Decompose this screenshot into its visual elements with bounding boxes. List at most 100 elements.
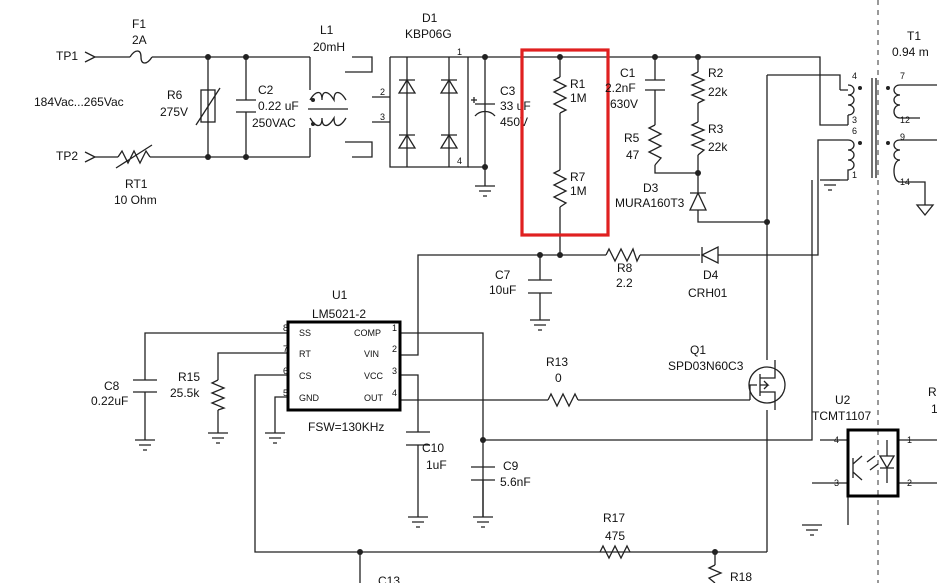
d3-ref: D3 [643,181,659,195]
r1-value: 1M [570,91,587,105]
d3-value: MURA160T3 [615,196,685,210]
d1-bridge-diodes [397,78,459,149]
d3-symbol [688,191,708,211]
t1-value: 0.94 m [892,45,929,59]
u2-internals [852,440,896,483]
r6-varistor [200,89,216,123]
u2-box [846,428,900,498]
r2-value: 22k [708,85,728,99]
highlight-box [520,48,610,237]
d4-ref: D4 [703,268,719,282]
u1-right-pins: 1 COMP 2 VIN 3 VCC 4 OUT [354,323,397,403]
u1-pin-num: 4 [392,388,397,398]
c3-ref: C3 [500,84,516,98]
u1-pin-num: 3 [392,366,397,376]
junctions [205,54,770,555]
l1-choke [308,57,348,157]
u1-pin-num: 6 [283,366,288,376]
r1-ref: R1 [570,77,586,91]
l1-value: 20mH [313,40,345,54]
c7-value: 10uF [489,283,516,297]
u2-pin-2: 2 [907,478,912,488]
d1-ref: D1 [422,11,438,25]
u1-box [286,320,402,412]
l1-ref: L1 [320,23,334,37]
input-range-label: 184Vac...265Vac [34,95,124,109]
r3-value: 22k [708,140,728,154]
d1-value: KBP06G [405,27,452,41]
c10-symbol [406,431,430,446]
tp1-label: TP1 [56,49,78,63]
d4-value: CRH01 [688,286,728,300]
tp2-arrow [84,151,97,163]
r8-ref: R8 [617,261,633,275]
r2-symbol [690,71,706,104]
q1-mosfet [748,360,786,410]
u1-value: LM5021-2 [312,307,366,321]
u1-pin-name: COMP [354,328,381,338]
t1-pin-14: 14 [900,177,910,187]
r1-symbol [552,76,568,114]
u1-left-pins: 8 SS 7 RT 6 CS 5 GND [283,323,320,403]
r3-symbol [690,121,706,156]
c2-value: 0.22 uF [258,99,299,113]
c8-ref: C8 [104,379,120,393]
r6-value: 275V [160,105,188,119]
r17-ref: R17 [603,511,625,525]
u1-pin-num: 1 [392,323,397,333]
u2-pin-3: 3 [834,478,839,488]
t1-pin-9: 9 [900,132,905,142]
r7-ref: R7 [570,170,586,184]
u1-pin-name: CS [299,371,312,381]
c13-ref: C13 [378,574,400,583]
r5-value: 47 [626,148,640,162]
u2-value: TCMT1107 [812,409,871,423]
r7-value: 1M [570,184,587,198]
u1-pin-num: 8 [283,323,288,333]
t1-pin-1: 1 [852,170,857,180]
c2-rating: 250VAC [252,116,296,130]
u2-pin-1: 1 [907,435,912,445]
r15-symbol [210,379,226,411]
r15-ref: R15 [178,370,200,384]
d1-pin-2: 2 [380,87,385,97]
c9-symbol [471,466,495,481]
t1-pin-7: 7 [900,71,905,81]
rt1-value: 10 Ohm [114,193,157,207]
c3-value: 33 uF [500,99,531,113]
c1-symbol [645,79,665,91]
f1-ref: F1 [132,17,146,31]
c7-symbol [528,279,552,294]
c2-symbol [236,99,256,113]
u1-pin-num: 5 [283,388,288,398]
t1-pin-4: 4 [852,71,857,81]
c3-symbol [471,97,496,117]
u2-pin-4: 4 [834,435,839,445]
q1-ref: Q1 [690,343,706,357]
r3-ref: R3 [708,122,724,136]
u1-pin-name: SS [299,328,311,338]
c10-ref: C10 [422,441,444,455]
r6-ref: R6 [167,88,183,102]
c8-value: 0.22uF [91,394,128,408]
u2-ref: U2 [835,393,851,407]
d1-pin-1: 1 [457,47,462,57]
t1-transformer [840,78,905,183]
c3-rating: 450V [500,115,528,129]
f1-value: 2A [132,33,147,47]
u1-pin-name: OUT [364,393,384,403]
rt1-symbol [115,144,153,169]
r8-value: 2.2 [616,276,633,290]
r17-value: 475 [605,529,625,543]
c1-value: 2.2nF [605,81,636,95]
u1-pin-num: 7 [283,344,288,354]
ground-symbols [135,179,935,536]
r13-symbol [547,392,579,408]
t1-pin-3: 3 [852,115,857,125]
r13-ref: R13 [546,355,568,369]
d1-pin-3: 3 [380,112,385,122]
d1-pin-4: 4 [457,156,462,166]
c7-ref: C7 [495,268,511,282]
t1-pin-6: 6 [852,126,857,136]
tp2-label: TP2 [56,149,78,163]
